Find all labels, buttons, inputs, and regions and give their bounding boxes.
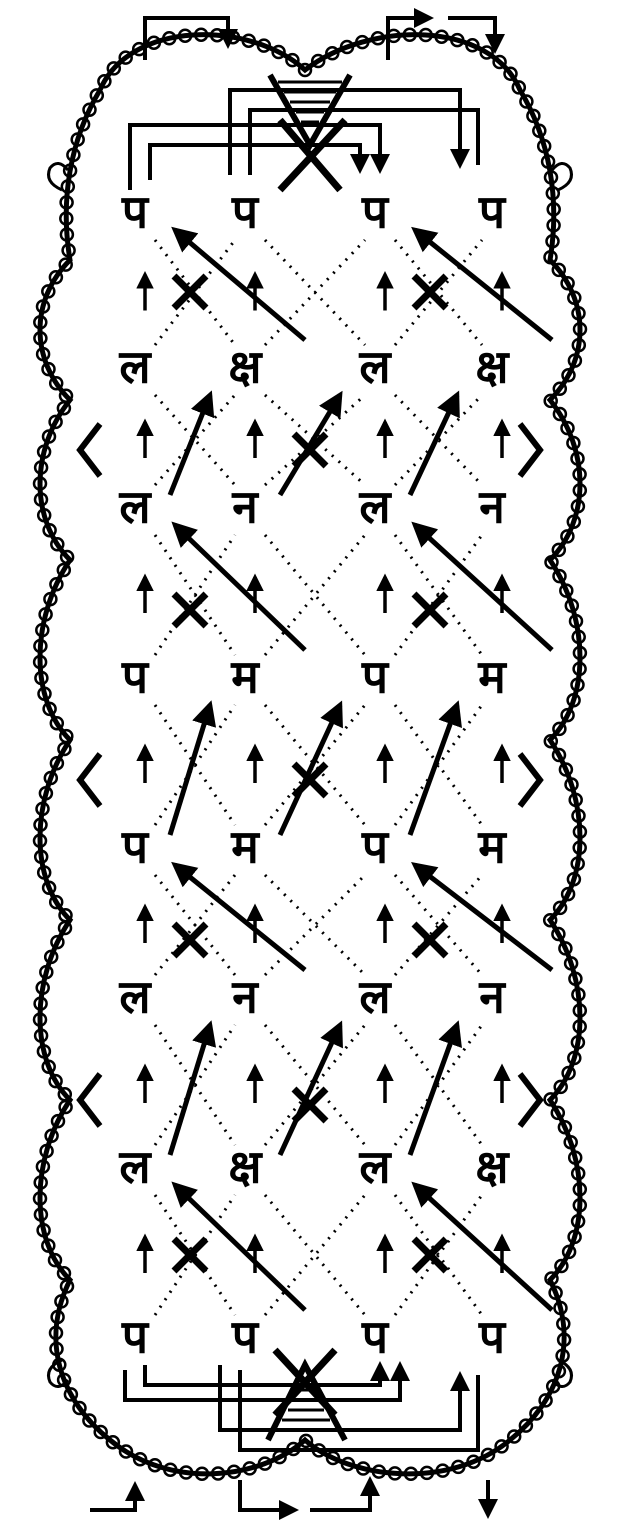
dotted-line bbox=[265, 535, 365, 655]
bracket-line bbox=[388, 18, 430, 60]
glyph-label: म bbox=[477, 650, 507, 704]
glyph-label: प bbox=[361, 185, 390, 239]
dotted-line bbox=[395, 240, 482, 345]
diagonal-arrow bbox=[280, 1025, 340, 1155]
curl-ornament-icon bbox=[49, 163, 69, 190]
cross-mark-icon bbox=[414, 924, 446, 956]
diagonal-arrow bbox=[170, 395, 210, 495]
cross-mark-icon bbox=[174, 924, 206, 956]
dotted-line bbox=[265, 1195, 365, 1315]
glyph-label: म bbox=[230, 650, 260, 704]
glyph-label: प bbox=[121, 1310, 150, 1364]
diagonal-arrow bbox=[410, 395, 457, 495]
bracket-line bbox=[310, 1480, 370, 1510]
glyph-label: ल bbox=[358, 480, 392, 534]
bracket-line bbox=[125, 1365, 400, 1400]
glyph-label: प bbox=[121, 185, 150, 239]
glyph-label: प bbox=[121, 820, 150, 874]
dotted-line bbox=[265, 875, 365, 975]
dotted-line bbox=[395, 535, 482, 655]
diagonal-arrow bbox=[170, 1025, 210, 1155]
dotted-line bbox=[395, 1195, 482, 1315]
dotted-line bbox=[265, 1195, 365, 1315]
glyph-label: ल bbox=[118, 480, 152, 534]
dotted-line bbox=[155, 1025, 235, 1145]
dotted-line bbox=[395, 1025, 482, 1145]
glyph-label: क्ष bbox=[229, 1140, 264, 1194]
dotted-line bbox=[395, 705, 482, 825]
dotted-line bbox=[155, 535, 235, 655]
dotted-line bbox=[395, 705, 482, 825]
chevron-icon bbox=[520, 754, 540, 806]
diagonal-arrow bbox=[175, 525, 305, 650]
cross-mark-icon bbox=[174, 594, 206, 626]
cross-mark-icon bbox=[174, 276, 206, 308]
dotted-line bbox=[265, 240, 365, 345]
bracket-line bbox=[130, 125, 380, 190]
glyph-label: प bbox=[231, 1310, 260, 1364]
border-outline bbox=[40, 35, 580, 1474]
glyph-label: ल bbox=[358, 340, 392, 394]
bottom-brackets bbox=[90, 1365, 488, 1515]
fan-cross bbox=[280, 120, 345, 190]
cross-mark-icon bbox=[174, 1239, 206, 1271]
dotted-line bbox=[155, 1195, 235, 1315]
diagonal-arrow bbox=[175, 865, 305, 970]
dotted-line bbox=[395, 1195, 482, 1315]
glyph-label: न bbox=[478, 970, 506, 1024]
curl-ornament-icon bbox=[552, 163, 572, 190]
cross-mark-icon bbox=[414, 1239, 446, 1271]
dotted-line bbox=[395, 1025, 482, 1145]
diagonal-arrow bbox=[410, 705, 457, 835]
diagonal-arrow bbox=[280, 395, 340, 495]
glyph-label: ल bbox=[118, 1140, 152, 1194]
chevron-icon bbox=[520, 424, 540, 476]
dotted-line bbox=[265, 875, 365, 975]
dotted-line bbox=[265, 535, 365, 655]
diagonal-arrow bbox=[170, 705, 210, 835]
bracket-line bbox=[220, 1365, 460, 1430]
cross-mark-icon bbox=[414, 594, 446, 626]
diagonal-arrow bbox=[410, 1025, 457, 1155]
glyph-label: ल bbox=[358, 970, 392, 1024]
glyph-label: ल bbox=[118, 970, 152, 1024]
glyph-label: ल bbox=[118, 340, 152, 394]
top-fan bbox=[270, 75, 350, 190]
glyph-label: क्ष bbox=[476, 340, 511, 394]
cross-mark-icon bbox=[294, 434, 326, 466]
diagonal-arrow bbox=[415, 525, 552, 650]
glyph-label: न bbox=[478, 480, 506, 534]
chevron-icon bbox=[520, 1074, 540, 1126]
chevron-icon bbox=[80, 424, 100, 476]
glyph-label: प bbox=[361, 1310, 390, 1364]
glyph-label: प bbox=[478, 185, 507, 239]
chevron-icon bbox=[80, 754, 100, 806]
glyph-label: प bbox=[478, 1310, 507, 1364]
dotted-line bbox=[395, 535, 482, 655]
glyph-label: प bbox=[361, 650, 390, 704]
glyph-label: ल bbox=[358, 1140, 392, 1194]
glyph-label: प bbox=[121, 650, 150, 704]
glyph-label: म bbox=[230, 820, 260, 874]
glyph-label: प bbox=[361, 820, 390, 874]
chevron-icon bbox=[80, 1074, 100, 1126]
diagonal-arrow bbox=[280, 705, 340, 835]
bottom-fan bbox=[268, 1350, 345, 1440]
bracket-line bbox=[145, 1365, 380, 1385]
bracket-line bbox=[230, 90, 460, 175]
glyph-label: म bbox=[477, 820, 507, 874]
bracket-line bbox=[240, 1480, 295, 1510]
glyph-label: क्ष bbox=[229, 340, 264, 394]
glyph-label: प bbox=[231, 185, 260, 239]
dotted-line bbox=[155, 705, 235, 825]
bracket-line bbox=[90, 1485, 135, 1510]
glyph-label: न bbox=[231, 480, 259, 534]
dotted-line bbox=[395, 240, 482, 345]
glyph-label: न bbox=[231, 970, 259, 1024]
glyph-label: क्ष bbox=[476, 1140, 511, 1194]
diagonal-arrow bbox=[415, 865, 552, 970]
